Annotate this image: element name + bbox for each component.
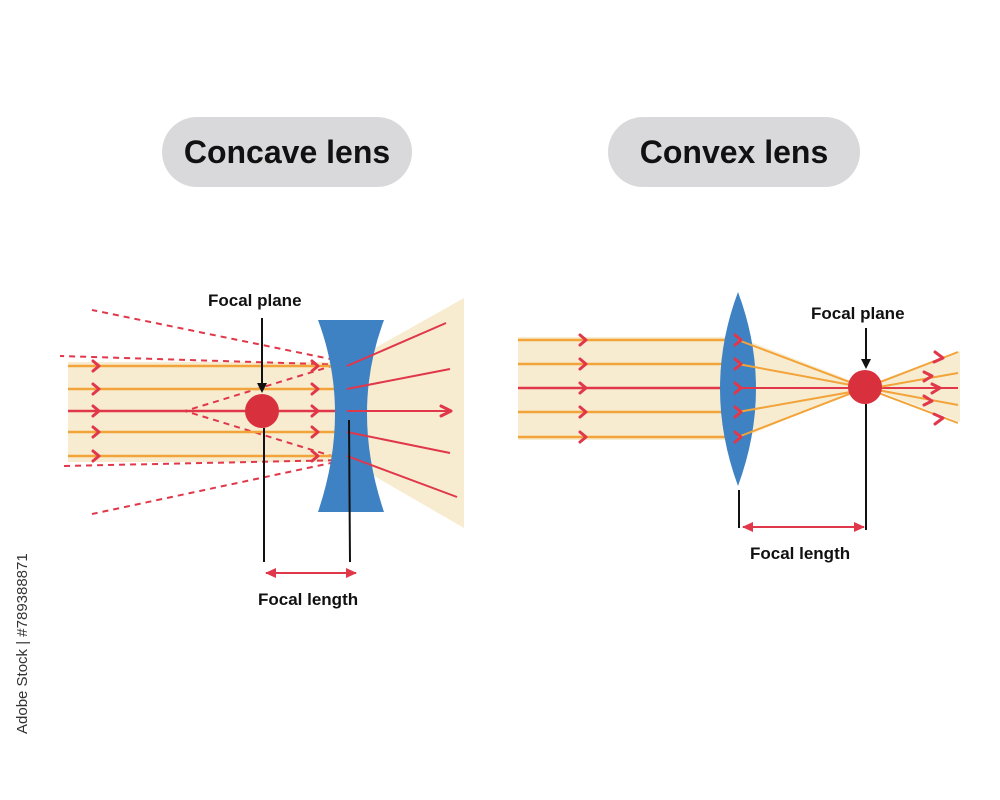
- concave-incoming-rays: [68, 364, 347, 458]
- convex-focal-point: [848, 370, 882, 404]
- convex-lens-title: Convex lens: [608, 117, 860, 187]
- concave-diverging-rays: [346, 322, 458, 498]
- concave-diverging-beam: [350, 298, 464, 528]
- concave-diagram: [59, 298, 464, 578]
- concave-lens-title: Concave lens: [162, 117, 412, 187]
- concave-virtual-ray-extensions: [59, 309, 351, 515]
- concave-focal-length-label: Focal length: [258, 590, 359, 609]
- concave-chevrons: [91, 359, 453, 463]
- stock-id-text: Adobe Stock | #789388871: [14, 553, 31, 734]
- convex-focal-plane-label: Focal plane: [811, 304, 905, 323]
- convex-converging-rays: [737, 339, 959, 438]
- convex-outgoing-beam: [865, 351, 960, 422]
- convex-chevrons: [578, 333, 945, 444]
- convex-incoming-rays: [518, 338, 738, 439]
- convex-focal-length-label: Focal length: [750, 544, 851, 563]
- concave-focal-plane-label: Focal plane: [208, 291, 302, 310]
- convex-diagram: [518, 292, 960, 532]
- concave-focal-guide-right: [348, 419, 351, 563]
- concave-focal-point: [245, 394, 279, 428]
